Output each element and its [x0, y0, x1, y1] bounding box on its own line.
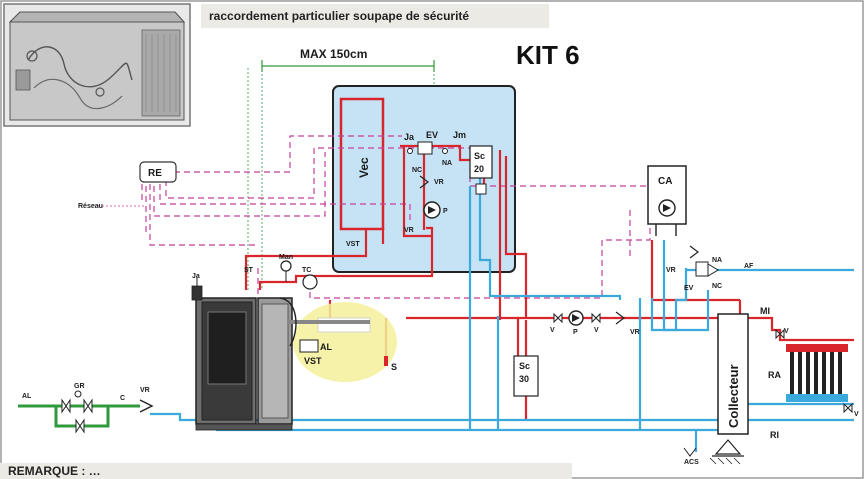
v2-label: V — [594, 327, 599, 334]
vr-left-label: VR — [140, 387, 150, 394]
re-label: RE — [148, 168, 162, 179]
tank-components — [407, 141, 493, 219]
sc30-a-label: Sc — [519, 361, 530, 371]
s-label: S — [391, 362, 397, 372]
mid-pump-group — [553, 310, 625, 326]
acs-label: ACS — [684, 459, 699, 466]
sc20-b-label: 20 — [474, 164, 484, 174]
v-bottom-right-label: V — [854, 411, 859, 418]
vec-label: Vec — [357, 157, 371, 178]
stove-body — [191, 278, 388, 431]
tc-label: TC — [302, 267, 311, 274]
vr-top-label: VR — [434, 179, 444, 186]
ri-label: RI — [770, 430, 779, 440]
max-distance-label: MAX 150cm — [300, 47, 367, 61]
st-label: ST — [244, 267, 254, 274]
vst-small-label: VST — [346, 241, 360, 248]
nc-right-label: NC — [712, 283, 722, 290]
collecteur-label: Collecteur — [726, 364, 741, 428]
vr-right-label: VR — [666, 267, 676, 274]
mi-label: MI — [760, 306, 770, 316]
vr-small-label: VR — [404, 227, 414, 234]
reseau-label: Réseau — [78, 203, 103, 210]
jm-label: Jm — [453, 130, 466, 140]
vec-vessel — [339, 97, 385, 231]
af-label: AF — [744, 263, 754, 270]
bottom-note: REMARQUE : … — [0, 463, 572, 479]
v-top-right-label: V — [784, 328, 789, 335]
gauges — [280, 260, 318, 290]
vr-mid-label: VR — [630, 329, 640, 336]
p-top-label: P — [443, 208, 448, 215]
ja-left-label: Ja — [192, 273, 200, 280]
v1-label: V — [550, 327, 555, 334]
c-label: C — [120, 395, 125, 402]
ev-label: EV — [426, 130, 438, 140]
control-wiring — [141, 135, 651, 301]
ca-label: CA — [658, 176, 672, 187]
ra-label: RA — [768, 370, 781, 380]
right-ev-valve — [689, 245, 719, 277]
sc30-box — [513, 355, 539, 397]
kit-title: KIT 6 — [516, 40, 580, 70]
stove-photo — [3, 3, 191, 127]
na-top-label: NA — [442, 160, 452, 167]
radiator-valves — [775, 328, 853, 414]
max-dimension — [247, 60, 435, 290]
al-left-label: AL — [22, 393, 32, 400]
inlet-valves — [61, 390, 154, 434]
na-right-label: NA — [712, 257, 722, 264]
man-label: Man — [279, 254, 293, 261]
vst-label: VST — [304, 356, 322, 366]
gr-label: GR — [74, 383, 85, 390]
nc-top-label: NC — [412, 167, 422, 174]
ev-right-label: EV — [684, 285, 694, 292]
p-mid-label: P — [573, 329, 578, 336]
ca-boiler — [647, 165, 687, 236]
ground-symbol — [683, 439, 744, 465]
al-vst-label: AL — [320, 342, 332, 352]
cold-pipes — [150, 162, 854, 452]
ja-top-label: Ja — [404, 132, 415, 142]
sc20-a-label: Sc — [474, 151, 485, 161]
sc30-b-label: 30 — [519, 374, 529, 384]
collecteur-box — [717, 313, 749, 435]
radiator — [786, 344, 848, 402]
re-box — [139, 161, 177, 183]
top-note: raccordement particulier soupape de sécu… — [201, 4, 549, 28]
inlet-pipes — [18, 404, 140, 428]
